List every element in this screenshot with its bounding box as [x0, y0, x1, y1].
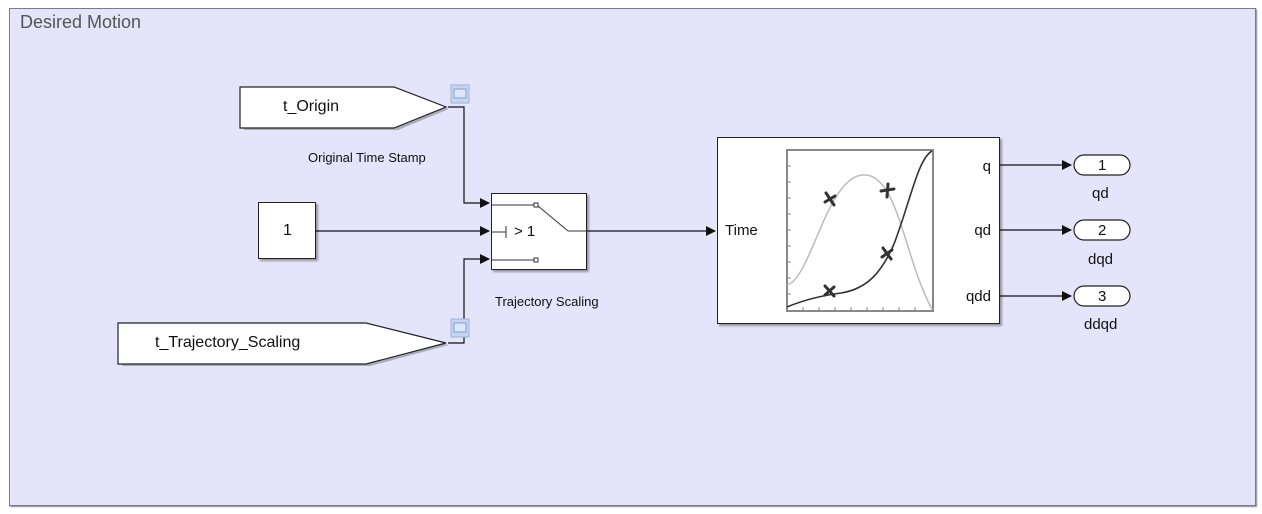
trajectory-block[interactable]: Time q qd qdd: [717, 137, 1000, 324]
desired-motion-area[interactable]: [9, 8, 1256, 506]
output-port-qdd: qdd: [965, 288, 991, 305]
outport-3-number: 3: [1098, 288, 1107, 305]
signal-badge-icon[interactable]: [450, 318, 470, 338]
from-scaling-label: t_Trajectory_Scaling: [155, 334, 301, 351]
outport-3[interactable]: [1073, 285, 1131, 307]
switch-criterion: > 1: [514, 223, 536, 240]
input-port-time: Time: [725, 222, 758, 239]
switch-caption: Trajectory Scaling: [495, 294, 599, 309]
switch-icon: [492, 202, 588, 263]
signal-scaling: [448, 254, 490, 344]
from-origin-caption: Original Time Stamp: [308, 150, 426, 165]
area-title: Desired Motion: [20, 12, 142, 32]
outport-2-number: 2: [1098, 222, 1107, 239]
trajectory-plot-icon: [786, 149, 934, 312]
outport-1-number: 1: [1098, 157, 1107, 174]
constant-block[interactable]: 1: [258, 202, 316, 259]
from-origin-label: t_Origin: [283, 98, 340, 115]
outport-2[interactable]: [1073, 219, 1131, 241]
from-block-origin[interactable]: [239, 86, 449, 130]
output-port-q: q: [982, 158, 991, 175]
outport-2-name: dqd: [1088, 251, 1114, 268]
output-port-qd: qd: [974, 222, 991, 239]
signal-badge-icon[interactable]: [450, 84, 470, 104]
outport-1[interactable]: [1073, 154, 1131, 176]
constant-value: 1: [283, 222, 292, 239]
signal-origin: [448, 106, 490, 208]
from-block-scaling[interactable]: [117, 322, 449, 366]
switch-block[interactable]: > 1: [491, 193, 588, 270]
outport-1-name: qd: [1092, 185, 1109, 202]
outport-3-name: ddqd: [1084, 316, 1118, 333]
